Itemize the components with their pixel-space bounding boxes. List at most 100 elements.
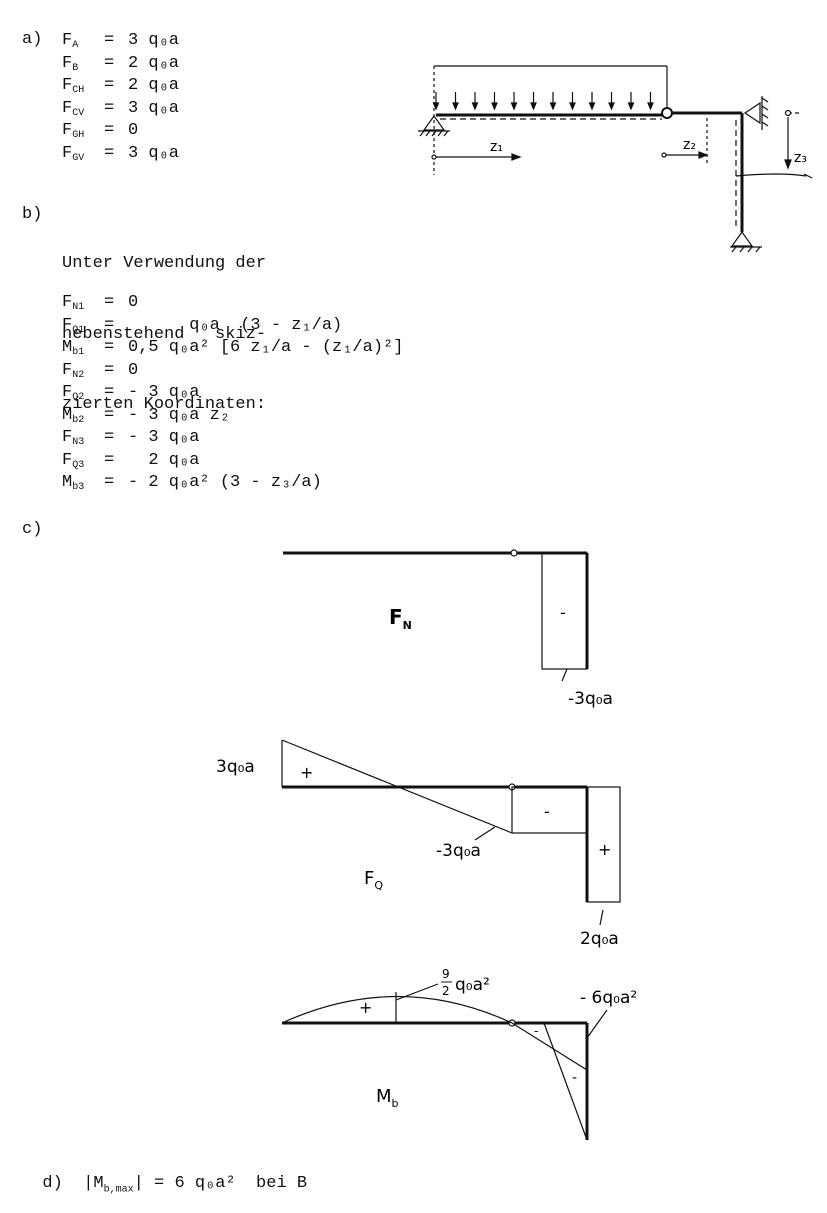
part-a-row: FGV = 3 q₀a (62, 143, 179, 166)
part-d-label: d) (42, 1174, 63, 1193)
fq-sign-neg: - (544, 802, 550, 821)
equals-sign: = (104, 315, 115, 335)
part-a-symbol: FB (62, 53, 79, 74)
fq-mid-value: -3q₀a (436, 841, 481, 861)
support-c (743, 101, 761, 125)
mb-diagram (281, 983, 608, 1141)
part-b-intro-line: nebenstehend skiz- (62, 324, 267, 344)
fn-diagram (283, 549, 589, 682)
part-b-symbol: Mb2 (62, 405, 85, 426)
part-b-symbol: Mb3 (62, 473, 85, 493)
part-a-symbol: FA (62, 31, 79, 51)
equals-sign: = (104, 338, 115, 357)
part-a-value: 3 q₀a (128, 31, 180, 50)
fn-title: FN (389, 605, 412, 632)
equals-sign: = (104, 383, 115, 402)
part-d-rest: | = 6 q₀a² bei B (133, 1174, 308, 1193)
equals-sign: = (104, 98, 115, 118)
part-b-value: 0,5 q₀a² [6 z₁/a - (z₁/a)²] (128, 338, 404, 357)
part-a-symbol: FGH (62, 121, 85, 141)
equals-sign: = (104, 31, 115, 50)
mb-sign-pos: + (359, 998, 372, 1017)
part-b-row: Mb1 = 0,5 q₀a² [6 z₁/a - (z₁/a)²] (62, 337, 403, 360)
part-b-row: FN1=0 (62, 292, 403, 315)
mb-corner-value: - 6q₀a² (580, 988, 637, 1008)
part-b-symbol: FN2 (62, 360, 85, 381)
part-b-symbol: FQ3 (62, 450, 85, 471)
load-arrows (432, 92, 654, 111)
equals-sign: = (104, 428, 115, 447)
part-a-row: FGH=0 (62, 120, 179, 143)
svg-text:2: 2 (442, 984, 450, 998)
support-b (730, 230, 754, 247)
part-b-row: FN3=- 3 q₀a (62, 427, 403, 450)
pin-support-a (422, 114, 446, 131)
fq-sign-pos-right: + (598, 840, 611, 859)
equals-sign: = (104, 143, 115, 163)
part-b-row: Mb2 = - 3 q₀a z₂ (62, 405, 403, 428)
part-b-intro: Unter Verwendung der nebenstehend skiz- … (62, 205, 266, 440)
mb-title: Mb (376, 1086, 399, 1110)
part-a-value: 3 q₀a (128, 143, 180, 163)
part-b-row: FN2 = 0 (62, 360, 403, 383)
part-b-label: b) (22, 205, 43, 224)
part-b-row: FQ3 = 2 q₀a (62, 450, 403, 473)
equals-sign: = (104, 405, 115, 425)
equals-sign: = (104, 76, 115, 95)
fq-sign-pos-left: + (300, 763, 313, 782)
part-b-symbol: FQ2 (62, 383, 85, 403)
equals-sign: = (104, 53, 115, 73)
fq-diagram (281, 739, 621, 926)
part-b-row: FQ1 = q₀a (3 - z₁/a) (62, 315, 403, 338)
equals-sign: = (104, 360, 115, 380)
part-b-value: - 3 q₀a (128, 383, 200, 402)
fq-left-value: 3q₀a (216, 757, 255, 777)
part-b-intro-line: zierten Koordinaten: (62, 395, 267, 414)
part-a-row: FCV = 3 q₀a (62, 98, 179, 121)
part-b-symbol: Mb1 (62, 338, 85, 358)
part-b-symbol: FN1 (62, 293, 85, 313)
z2-label: z₂ (683, 137, 696, 153)
part-a-row: FCH=2 q₀a (62, 75, 179, 98)
mb-sign-neg: - (572, 1070, 577, 1086)
part-b-intro-line: Unter Verwendung der (62, 254, 267, 273)
part-b-row: Mb3 = - 2 q₀a² (3 - z₃/a) (62, 472, 403, 495)
part-b-value: 0 (128, 360, 139, 380)
part-a-value: 2 q₀a (128, 53, 180, 73)
fq-title: FQ (364, 868, 383, 892)
part-a-symbol: FGV (62, 143, 85, 164)
part-a-row: FB = 2 q₀a (62, 53, 179, 76)
mb-sign-neg-top: - (534, 1024, 538, 1038)
part-d-line: d) |Mb,max| = 6 q₀a² bei B (22, 1155, 307, 1195)
fn-value: -3q₀a (568, 689, 613, 709)
fq-slope-line (281, 739, 513, 834)
fn-area (541, 552, 588, 670)
mb-max-label: 9 2 q₀a² (441, 967, 490, 998)
part-b-value: - 2 q₀a² (3 - z₃/a) (128, 473, 322, 492)
part-a-symbol: FCV (62, 98, 85, 119)
part-b-value: 0 (128, 293, 139, 312)
part-b-value: 2 q₀a (128, 450, 200, 470)
part-b-value: q₀a (3 - z₁/a) (128, 315, 343, 335)
part-a-label: a) (22, 30, 43, 49)
support-hatch (419, 130, 449, 137)
part-d-sub: b,max (103, 1184, 134, 1196)
part-b-symbol: FN3 (62, 428, 85, 448)
part-a-value: 2 q₀a (128, 76, 180, 95)
svg-text:9: 9 (442, 967, 450, 981)
part-c-label: c) (22, 520, 43, 539)
equals-sign: = (104, 450, 115, 470)
mb-parabola (281, 995, 513, 1024)
equals-sign: = (104, 473, 115, 492)
part-a-value: 3 q₀a (128, 98, 180, 118)
part-b-symbol: FQ1 (62, 315, 85, 336)
equals-sign: = (104, 121, 115, 140)
fq-bottom-value: 2q₀a (580, 929, 619, 949)
part-b-value: - 3 q₀a z₂ (128, 405, 231, 425)
part-a-row: FA = 3 q₀a (62, 30, 179, 53)
z1-label: z₁ (490, 139, 503, 155)
